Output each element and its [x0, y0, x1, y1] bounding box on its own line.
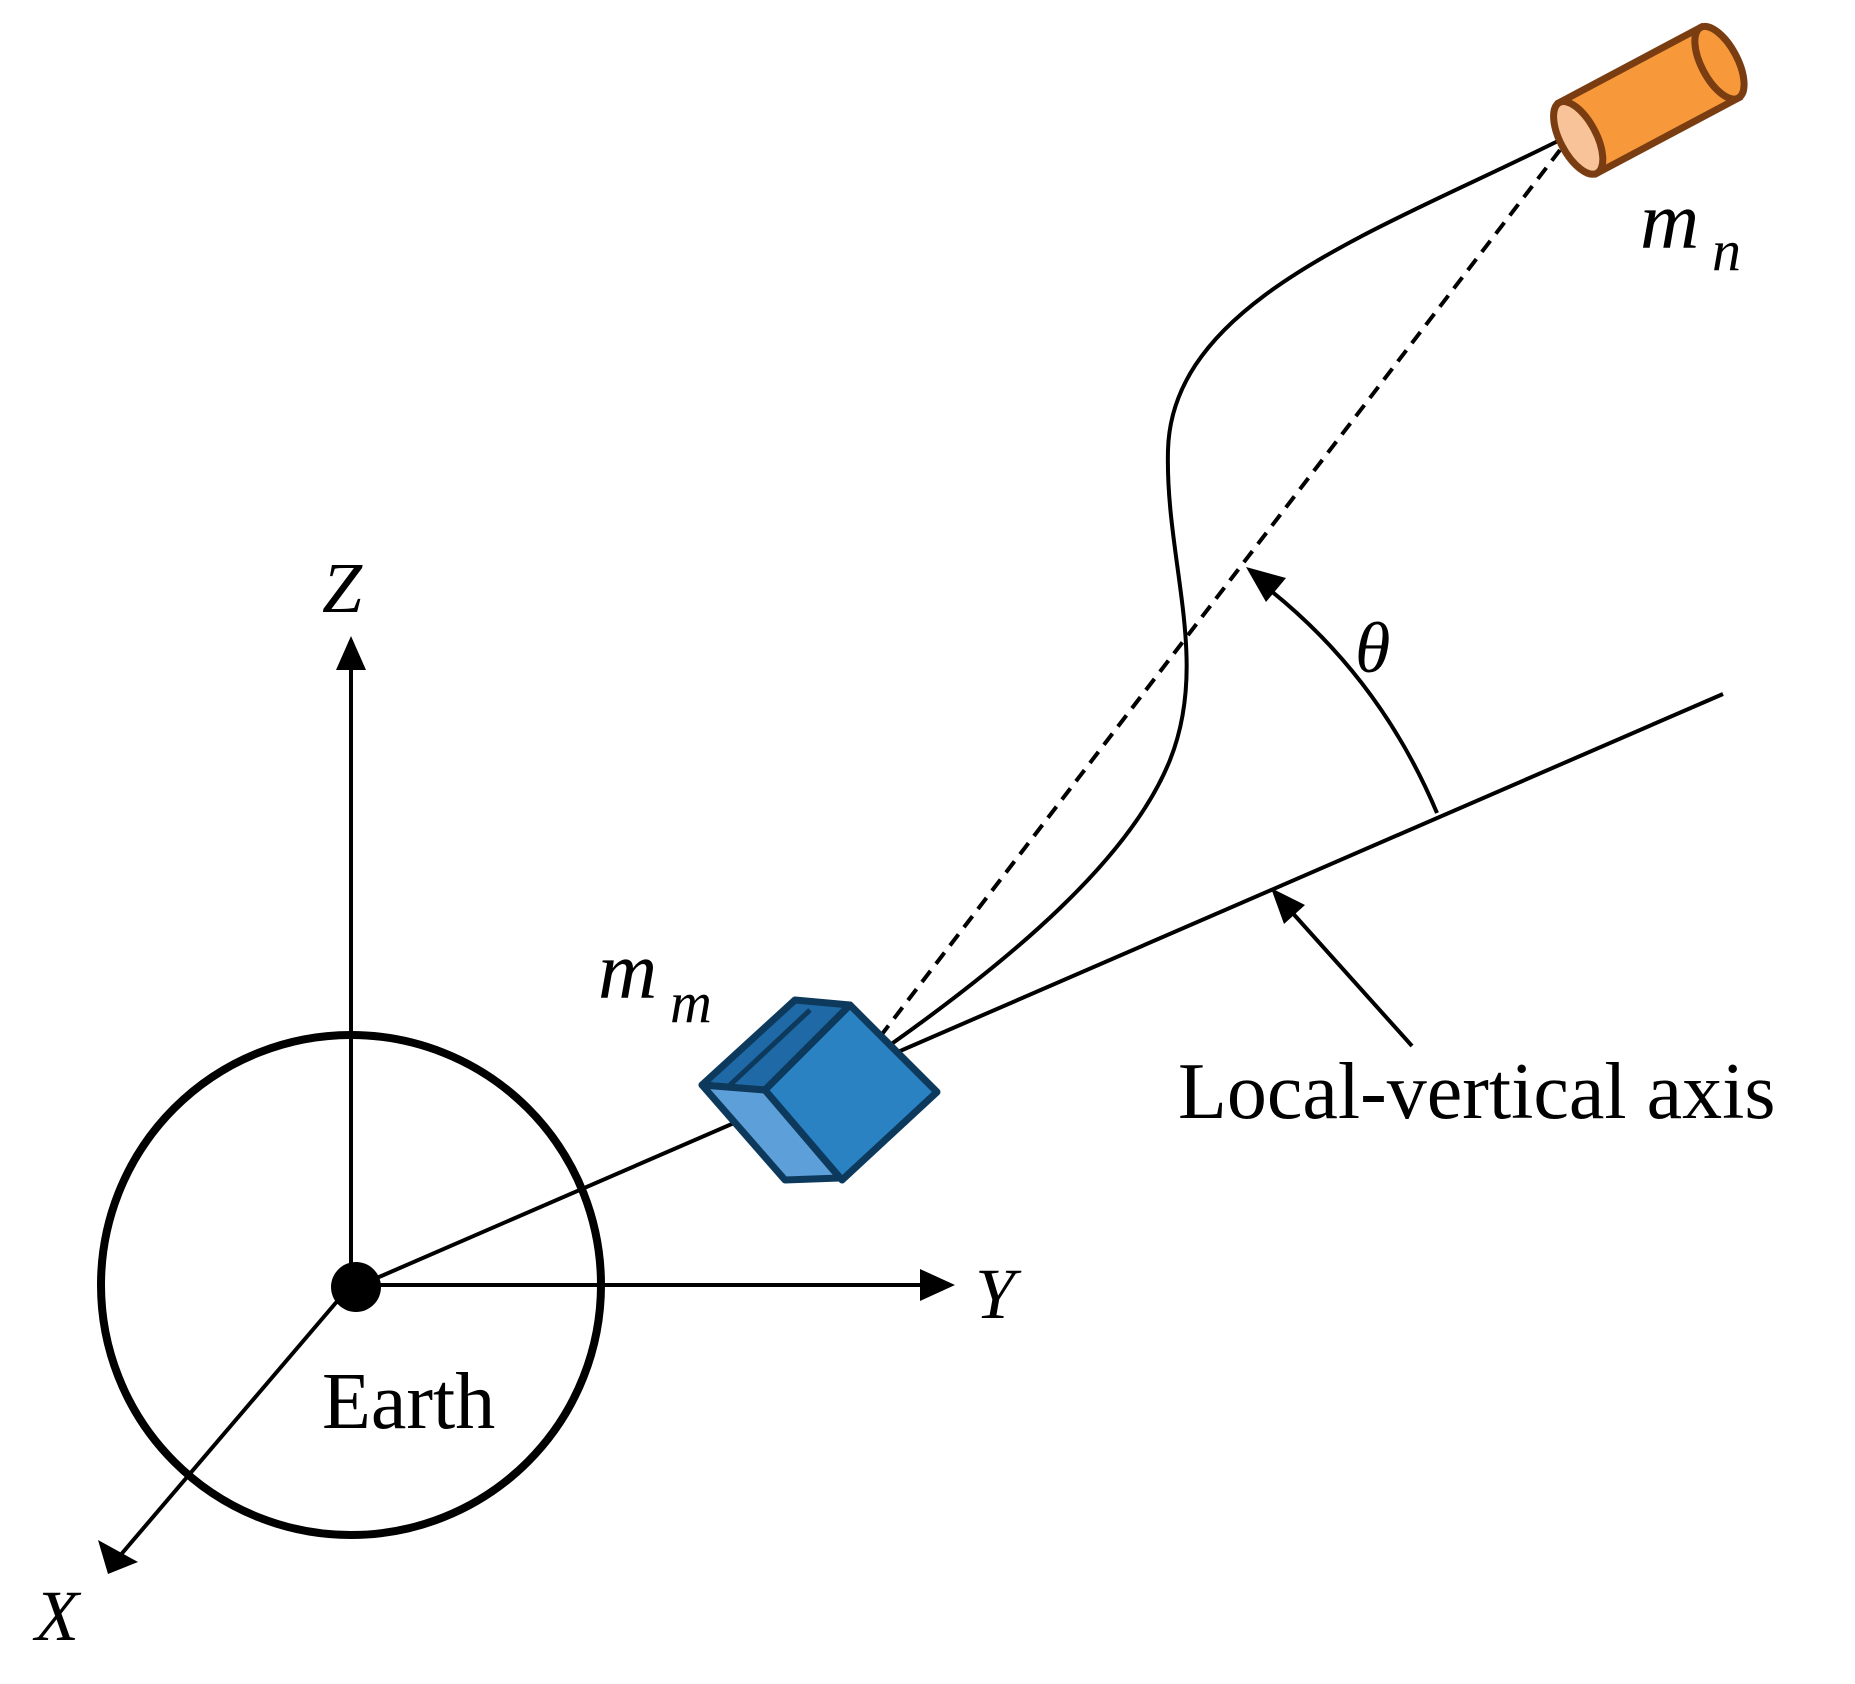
axis-x-label: X	[32, 1576, 82, 1656]
local-vertical-pointer-line	[1287, 907, 1414, 1048]
mass-main-label: m m	[598, 925, 712, 1035]
mass-main-subscript: m	[670, 970, 712, 1035]
cylinder-back-cap	[1691, 22, 1748, 103]
dashed-chord-line	[864, 148, 1562, 1057]
earth-label: Earth	[322, 1358, 495, 1446]
x-axis-arrowhead	[98, 1540, 138, 1574]
axis-y-label: Y	[975, 1254, 1022, 1334]
axis-z-label: Z	[322, 548, 363, 628]
cylinder-end-cap	[1550, 98, 1607, 178]
z-axis-arrowhead	[336, 636, 366, 670]
local-vertical-axis-line	[355, 692, 1724, 1289]
local-vertical-pointer-arrowhead	[1271, 888, 1305, 924]
theta-arc-arrowhead	[1246, 567, 1286, 602]
cube-edge	[728, 1008, 812, 1087]
theta-label: θ	[1355, 608, 1390, 688]
main-satellite-cube	[698, 996, 941, 1184]
mass-end-subscript: n	[1712, 218, 1741, 283]
mass-end-symbol: m	[1640, 175, 1699, 266]
y-axis-arrowhead	[920, 1269, 955, 1301]
cube-front-face	[761, 1001, 941, 1184]
mass-end-label: m n	[1640, 175, 1741, 283]
x-axis	[116, 1283, 353, 1560]
tether-curve	[888, 138, 1561, 1047]
theta-arc	[1268, 588, 1439, 814]
mass-main-symbol: m	[598, 925, 657, 1016]
end-mass-cylinder	[1550, 22, 1748, 178]
local-vertical-axis-label: Local-vertical axis	[1178, 1048, 1775, 1136]
